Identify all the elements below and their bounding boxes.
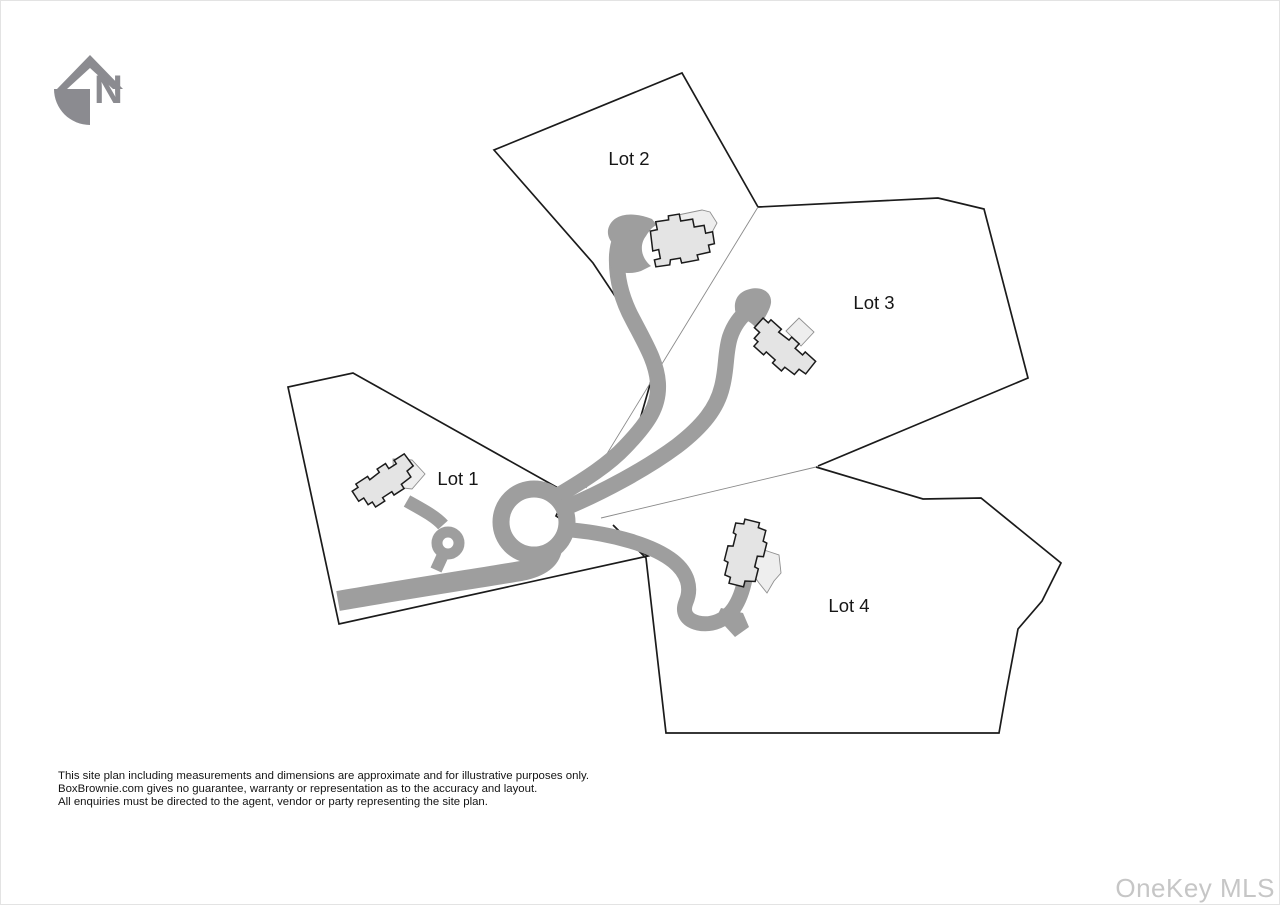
watermark: OneKey MLS	[1115, 873, 1275, 903]
shared-boundary-lines	[585, 206, 817, 519]
disclaimer-text: This site plan including measurements an…	[58, 770, 589, 808]
house-lot-4	[723, 518, 782, 594]
roads	[336, 214, 772, 637]
north-quarter-disc	[54, 89, 90, 125]
lot-2-label: Lot 2	[608, 148, 649, 169]
culdesac-lot-1	[431, 526, 465, 560]
north-indicator: N	[54, 55, 123, 125]
turnaround-stub-lot-4	[717, 608, 749, 637]
lot-labels: Lot 1 Lot 2 Lot 3 Lot 4	[437, 148, 894, 616]
driveway-lot-3	[563, 303, 755, 515]
disclaimer-line-1: This site plan including measurements an…	[58, 770, 589, 782]
disclaimer-line-2: BoxBrownie.com gives no guarantee, warra…	[58, 783, 537, 795]
house-lot-4-body	[723, 518, 768, 588]
boundary-line-lot2-lot3	[585, 206, 759, 489]
driveway-lot-4	[571, 522, 753, 632]
boundary-line-lot3-lot4	[600, 466, 817, 519]
lot-4-label: Lot 4	[828, 595, 869, 616]
houses	[351, 209, 817, 594]
lot-boundaries	[286, 71, 1063, 734]
house-lot-3-body	[752, 317, 817, 376]
parking-pad-lot-2	[607, 214, 657, 273]
north-arrow-icon	[57, 55, 123, 89]
disclaimer-line-3: All enquiries must be directed to the ag…	[58, 796, 488, 808]
house-lot-2-body	[649, 213, 716, 268]
house-lot-1	[351, 452, 426, 509]
lot-1-label: Lot 1	[437, 468, 478, 489]
house-lot-3	[752, 317, 817, 376]
lot-3-label: Lot 3	[853, 292, 894, 313]
lot-3-boundary	[757, 197, 1030, 467]
driveway-lot-1	[403, 495, 448, 530]
lot-4-boundary	[612, 466, 1063, 734]
north-letter: N	[94, 68, 123, 112]
driveway-lot-1-stem	[430, 554, 448, 573]
house-lot-2	[649, 209, 718, 268]
roundabout	[492, 480, 576, 564]
house-lot-1-body	[351, 452, 415, 509]
